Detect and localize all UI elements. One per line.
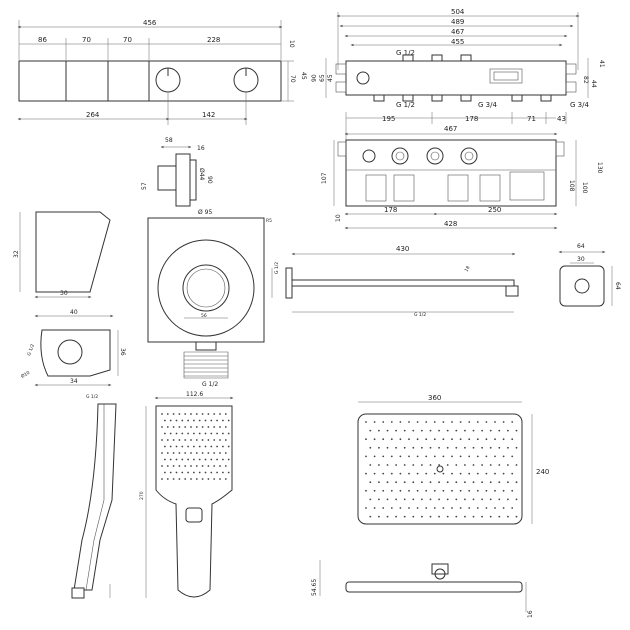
valve-thread: G 1/2 bbox=[202, 381, 218, 388]
dim-178: 178 bbox=[465, 115, 478, 123]
thread-g34-a: G 3/4 bbox=[478, 101, 497, 109]
panel-front-view: 456 86 70 70 228 10 70 45 264 142 bbox=[17, 19, 307, 125]
dim-489: 489 bbox=[451, 18, 464, 26]
dim-428: 428 bbox=[444, 220, 457, 228]
dim-43: 43 bbox=[557, 115, 566, 123]
arm-thread-b: G 1/2 bbox=[414, 312, 426, 318]
dim-hs-h: 270 bbox=[139, 491, 145, 500]
handshower-front: 112.6 270 bbox=[139, 391, 234, 598]
dim-228: 228 bbox=[207, 36, 220, 44]
box-body bbox=[345, 60, 567, 96]
holder-front-view: 40 34 36 Ø10 G 1/2 bbox=[20, 309, 126, 387]
dim-10: 10 bbox=[288, 40, 295, 48]
dim-504: 504 bbox=[451, 8, 465, 16]
dim-64h: 64 bbox=[614, 282, 621, 290]
shower-arm: 430 G 1/2 G 1/2 18 bbox=[271, 245, 519, 318]
box-front-view: 467 195 178 71 43 178 250 428 bbox=[321, 112, 603, 230]
dim-16o: 16 bbox=[527, 610, 534, 618]
dim-56: 56 bbox=[201, 313, 207, 319]
box-top-view: 504 489 467 455 G 1/2 G 1/2 G 3/4 G 3/4 bbox=[311, 8, 605, 109]
dim-70a: 70 bbox=[82, 36, 91, 44]
dim-34: 34 bbox=[70, 378, 78, 385]
dim-360: 360 bbox=[428, 394, 441, 402]
dim-30o: 30 bbox=[577, 256, 585, 263]
dim-112: 112.6 bbox=[186, 391, 203, 398]
dim-71: 71 bbox=[527, 115, 536, 123]
dim-86: 86 bbox=[38, 36, 47, 44]
dim-70v: 70 bbox=[289, 75, 296, 83]
dim-32: 32 bbox=[13, 250, 20, 258]
dim-130: 130 bbox=[596, 162, 603, 174]
handshower-side: G 1/2 bbox=[71, 394, 117, 599]
dim-d10: Ø10 bbox=[20, 369, 32, 380]
dim-90-left: 90 bbox=[311, 74, 318, 82]
dim-240: 240 bbox=[536, 468, 549, 476]
dim-430: 430 bbox=[396, 245, 409, 253]
dim-40: 40 bbox=[70, 309, 78, 316]
dim-108: 108 bbox=[568, 180, 575, 192]
holder-thread: G 1/2 bbox=[26, 343, 36, 357]
valve-front-view: Ø 95 R5 56 G 1/2 bbox=[147, 209, 272, 388]
dim-90-outlet: 90 bbox=[206, 176, 213, 184]
dim-57: 57 bbox=[141, 182, 148, 190]
dim-54: 54.65 bbox=[311, 579, 318, 596]
dim-264: 264 bbox=[86, 111, 100, 119]
dim-467: 467 bbox=[451, 28, 464, 36]
dim-456: 456 bbox=[143, 19, 157, 27]
thread-g34-b: G 3/4 bbox=[570, 101, 589, 109]
dim-178b: 178 bbox=[384, 206, 397, 214]
dim-41: 41 bbox=[598, 60, 605, 68]
dim-100: 100 bbox=[581, 182, 588, 194]
holder-side-view: 30 32 bbox=[13, 211, 111, 299]
dim-10b: 10 bbox=[335, 214, 342, 222]
outlet-side-view: 58 16 57 Ø44 90 bbox=[141, 137, 213, 207]
dim-250: 250 bbox=[488, 206, 501, 214]
dim-455: 455 bbox=[451, 38, 464, 46]
dim-65-left: 65 bbox=[319, 74, 326, 82]
thread-g12-top: G 1/2 bbox=[396, 49, 415, 57]
handshower-nozzles bbox=[161, 413, 230, 480]
panel-body bbox=[18, 60, 282, 102]
dim-45-left: 45 bbox=[327, 74, 334, 82]
dim-45: 45 bbox=[300, 72, 307, 80]
dim-82: 82 bbox=[582, 76, 589, 84]
dim-30: 30 bbox=[60, 290, 68, 297]
dim-16: 16 bbox=[197, 145, 205, 152]
dim-70b: 70 bbox=[123, 36, 132, 44]
box-front-body bbox=[345, 139, 557, 207]
dim-d44: Ø44 bbox=[198, 168, 205, 181]
overhead-nozzles bbox=[365, 421, 518, 518]
hs-thread: G 1/2 bbox=[86, 394, 98, 400]
dim-142: 142 bbox=[202, 111, 215, 119]
dim-64w: 64 bbox=[577, 243, 585, 250]
square-outlet: 64 30 64 bbox=[558, 243, 621, 307]
arm-r18: 18 bbox=[464, 265, 472, 273]
dim-467b: 467 bbox=[444, 125, 457, 133]
dim-44: 44 bbox=[590, 80, 597, 88]
dim-195: 195 bbox=[382, 115, 395, 123]
thread-g12-bottom: G 1/2 bbox=[396, 101, 415, 109]
dim-107: 107 bbox=[321, 172, 328, 184]
dim-36: 36 bbox=[119, 348, 126, 356]
dim-58: 58 bbox=[165, 137, 173, 144]
dim-r5: R5 bbox=[266, 218, 272, 224]
arm-thread-a: G 1/2 bbox=[274, 262, 280, 274]
overhead-shower: 360 240 54.65 16 bbox=[311, 394, 549, 618]
dim-d95: Ø 95 bbox=[198, 209, 212, 216]
